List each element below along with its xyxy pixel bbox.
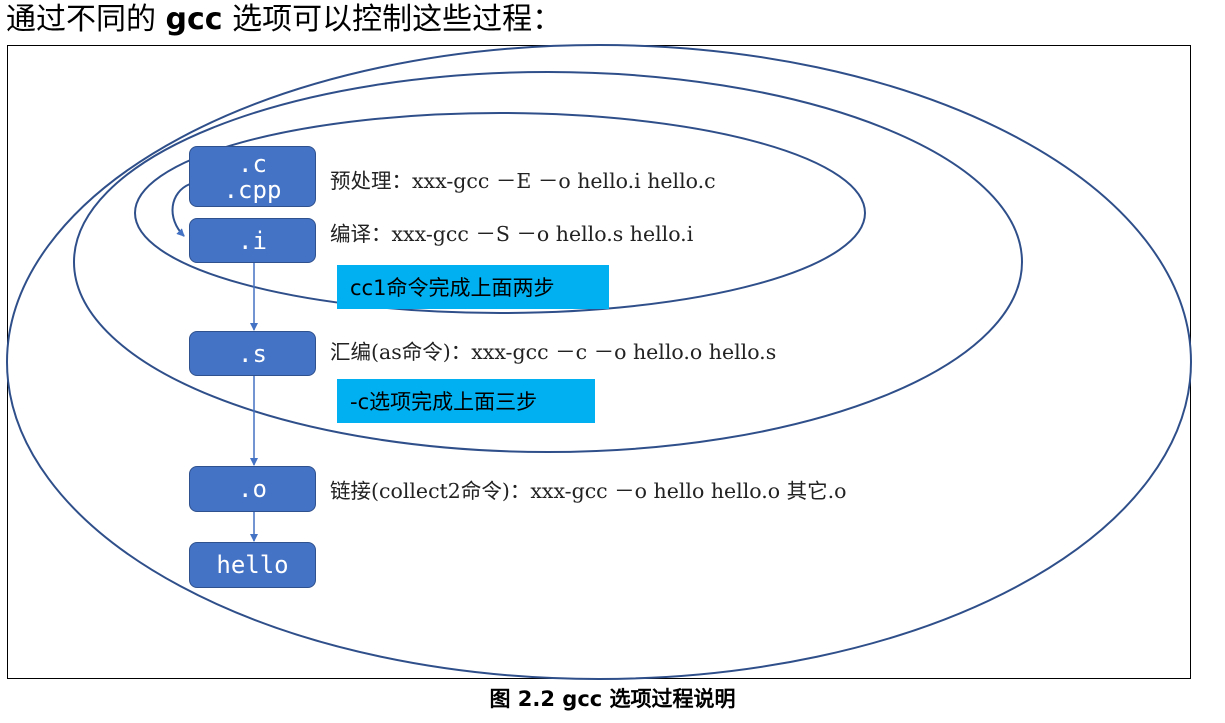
heading-suffix: 选项可以控制这些过程：	[232, 2, 563, 37]
source-file-box: .c .cpp	[189, 146, 316, 207]
ellipse-link-stage	[6, 44, 1192, 680]
assemble-command: 汇编(as命令)：xxx-gcc －c －o hello.o hello.s	[330, 340, 777, 364]
o-file-label: .o	[238, 475, 267, 503]
cc1-note: cc1命令完成上面两步	[337, 265, 609, 309]
preprocess-command: 预处理：xxx-gcc －E －o hello.i hello.c	[330, 169, 716, 193]
source-c-label: .c	[238, 149, 267, 178]
executable-box: hello	[189, 542, 316, 588]
executable-label: hello	[216, 551, 289, 579]
ellipse-assemble-stage	[73, 71, 1023, 453]
c-option-note: -c选项完成上面三步	[337, 379, 595, 423]
s-file-box: .s	[189, 331, 316, 376]
figure-caption: 图 2.2 gcc 选项过程说明	[489, 687, 736, 711]
arrow-source-to-i	[171, 183, 191, 237]
link-command: 链接(collect2命令)：xxx-gcc －o hello hello.o …	[330, 479, 847, 503]
i-file-label: .i	[238, 226, 267, 255]
i-file-box: .i	[189, 218, 316, 263]
ellipse-compile-stage	[134, 112, 866, 314]
o-file-box: .o	[189, 466, 316, 512]
page-heading: 通过不同的 gcc 选项可以控制这些过程：	[6, 0, 562, 40]
source-cpp-label: .cpp	[223, 175, 282, 204]
s-file-label: .s	[238, 339, 267, 368]
heading-code: gcc	[165, 2, 223, 37]
heading-prefix: 通过不同的	[6, 2, 156, 37]
compile-command: 编译：xxx-gcc －S －o hello.s hello.i	[330, 222, 694, 246]
